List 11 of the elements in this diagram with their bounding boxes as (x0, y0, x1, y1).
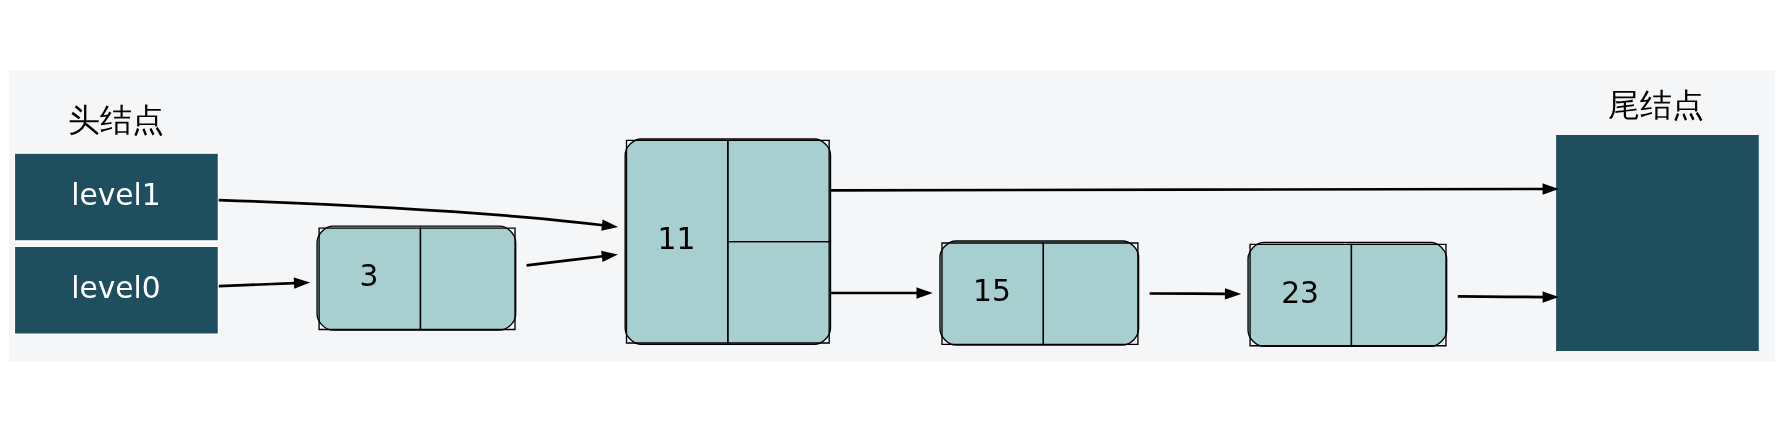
arrow (525, 250, 618, 267)
node-box: level0 (13, 245, 219, 335)
arrow (830, 182, 1559, 195)
node-label: 尾结点 (1607, 85, 1704, 124)
arrow (1149, 287, 1241, 300)
arrow (1457, 290, 1559, 303)
node-box: level1 (13, 152, 219, 242)
arrow (218, 276, 310, 289)
label: 头结点 (67, 100, 164, 139)
arrow (830, 286, 933, 299)
arrow (218, 198, 618, 231)
